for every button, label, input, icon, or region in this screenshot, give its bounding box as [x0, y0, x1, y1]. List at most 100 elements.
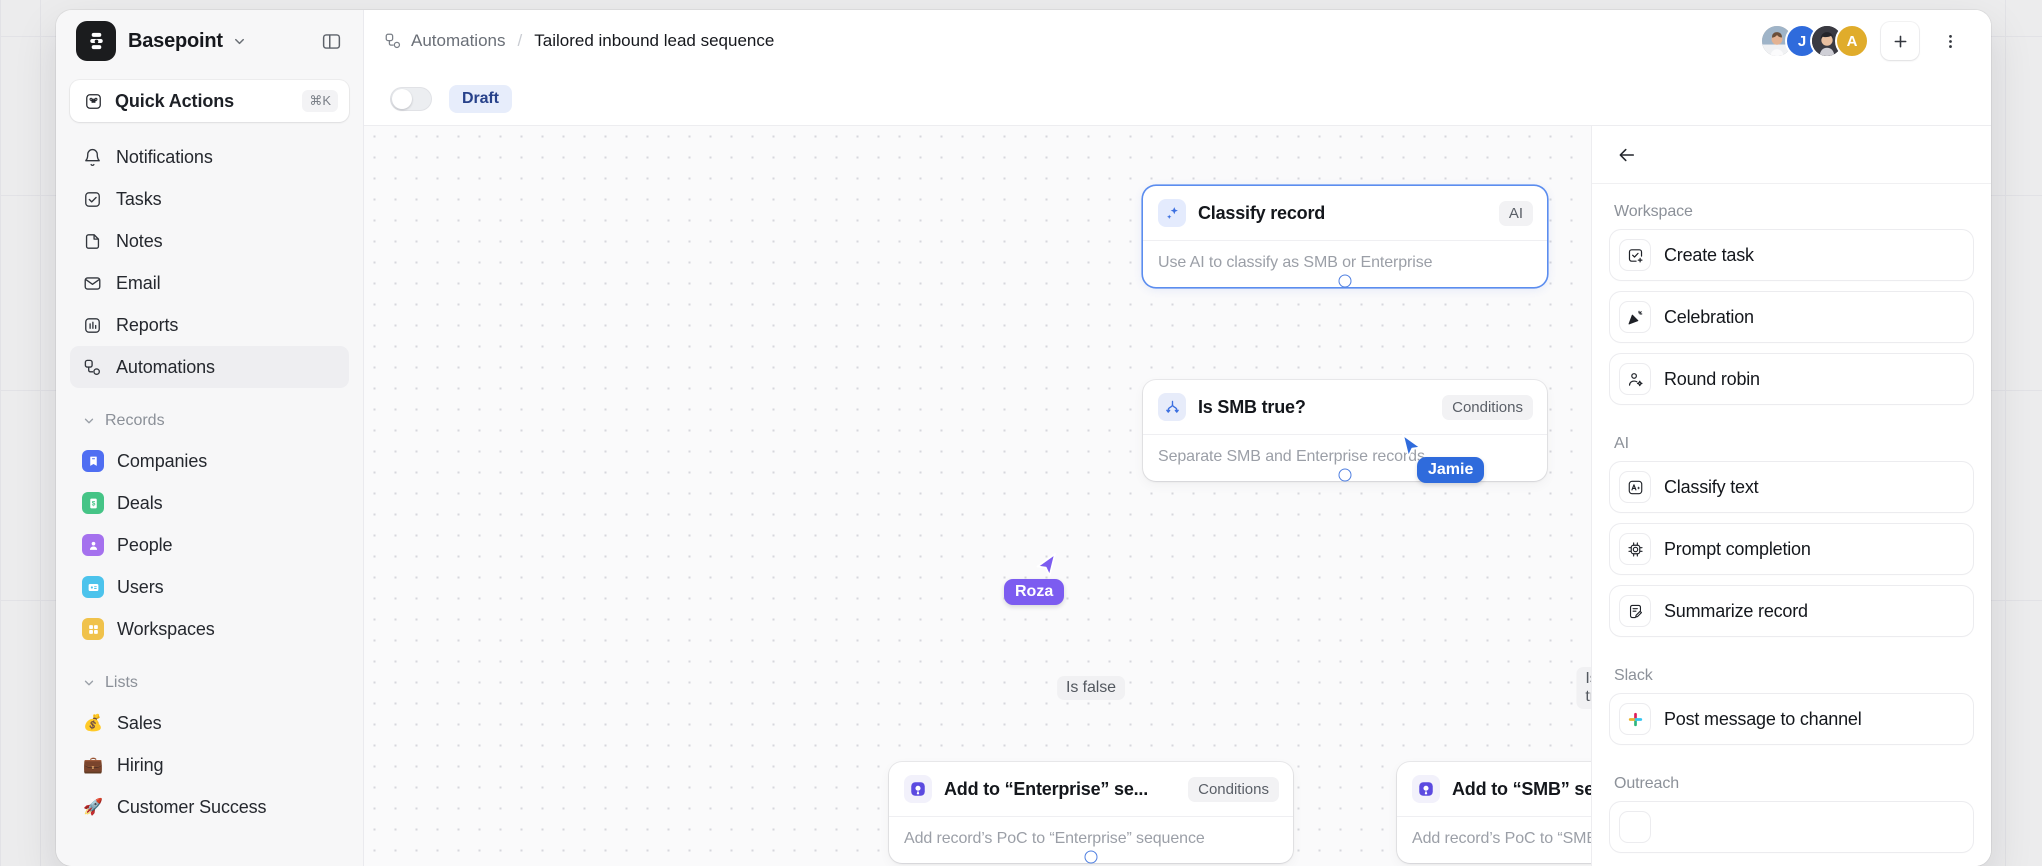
sidebar-item-automations[interactable]: Automations: [70, 346, 349, 388]
backdrop-line: [0, 0, 1, 866]
action-summarize-record[interactable]: Summarize record: [1610, 586, 1973, 636]
summarize-icon: [1620, 596, 1650, 626]
node-header: Is SMB true? Conditions: [1143, 380, 1547, 434]
sidebar-item-workspaces[interactable]: Workspaces: [70, 608, 349, 650]
backdrop-line: [40, 0, 41, 866]
quick-actions-button[interactable]: Quick Actions ⌘K: [70, 80, 349, 122]
party-popper-icon: [1620, 302, 1650, 332]
action-library-panel: Workspace Create task Celebration: [1591, 126, 1991, 866]
sidebar-item-notes[interactable]: Notes: [70, 220, 349, 262]
sidebar-item-label: People: [117, 534, 173, 555]
node-title: Add to “Enterprise” se...: [944, 778, 1149, 799]
action-label: Celebration: [1664, 306, 1754, 327]
round-robin-icon: [1620, 364, 1650, 394]
records-section-label: Records: [105, 412, 165, 429]
group-label-outreach: Outreach: [1614, 775, 1680, 792]
sidebar-item-tasks[interactable]: Tasks: [70, 178, 349, 220]
breadcrumb-separator: /: [517, 31, 523, 50]
action-label: Prompt completion: [1664, 538, 1811, 559]
node-output-port[interactable]: [1338, 274, 1352, 288]
sidebar-item-label: Email: [116, 272, 161, 293]
action-classify-text[interactable]: Classify text: [1610, 462, 1973, 512]
group-label-workspace: Workspace: [1614, 203, 1693, 220]
users-icon: [82, 576, 104, 598]
breadcrumb-root[interactable]: Automations: [411, 31, 506, 50]
node-description: Add record’s PoC to “Enterprise” sequenc…: [889, 816, 1293, 863]
sidebar-item-companies[interactable]: Companies: [70, 440, 349, 482]
envelope-icon: [82, 273, 103, 294]
action-post-message-to-channel[interactable]: Post message to channel: [1610, 694, 1973, 744]
sparkle-icon: [1158, 199, 1186, 227]
lists-section-label: Lists: [105, 674, 138, 691]
top-bar: Automations / Tailored inbound lead sequ…: [364, 10, 1991, 72]
edge-label-is-false: Is false: [1057, 676, 1125, 700]
node-header: Classify record AI: [1143, 186, 1547, 240]
node-badge: AI: [1498, 200, 1533, 226]
sidebar-item-label: Automations: [116, 356, 215, 377]
outreach-icon: [904, 775, 932, 803]
sidebar-toggle-icon[interactable]: [315, 25, 347, 57]
breadcrumb-current: Tailored inbound lead sequence: [534, 31, 775, 50]
node-classify-record[interactable]: Classify record AI Use AI to classify as…: [1143, 186, 1547, 288]
action-round-robin[interactable]: Round robin: [1610, 354, 1973, 404]
cursor-label: Roza: [1004, 579, 1065, 605]
action-celebration[interactable]: Celebration: [1610, 292, 1973, 342]
arrow-left-icon[interactable]: [1610, 138, 1644, 172]
sidebar-item-sales[interactable]: 💰 Sales: [70, 702, 349, 744]
sidebar-item-people[interactable]: People: [70, 524, 349, 566]
node-title: Add to “SMB” sequence: [1452, 778, 1591, 799]
sidebar-item-label: Hiring: [117, 754, 164, 775]
rocket-icon: 🚀: [83, 799, 103, 816]
briefcase-icon: 💼: [83, 757, 103, 774]
cursor-label: Jamie: [1417, 457, 1485, 483]
avatar[interactable]: A: [1835, 24, 1869, 58]
node-output-port[interactable]: [1338, 468, 1352, 482]
enable-toggle[interactable]: [390, 86, 432, 111]
kebab-menu-icon[interactable]: [1931, 22, 1969, 60]
people-icon: [82, 534, 104, 556]
workspace-header[interactable]: Basepoint: [56, 10, 363, 72]
node-add-to-smb-sequence[interactable]: Add to “SMB” sequence Conditions Add rec…: [1397, 762, 1591, 863]
edge-label-is-true: Is true: [1576, 667, 1591, 709]
sidebar-item-email[interactable]: Email: [70, 262, 349, 304]
basepoint-logo-icon: [76, 21, 116, 61]
group-label-slack: Slack: [1614, 667, 1653, 684]
automation-canvas[interactable]: Classify record AI Use AI to classify as…: [364, 126, 1591, 866]
records-section-header[interactable]: Records: [70, 402, 349, 440]
command-key-icon: [83, 91, 104, 112]
sidebar-item-deals[interactable]: $ Deals: [70, 482, 349, 524]
sidebar-item-hiring[interactable]: 💼 Hiring: [70, 744, 349, 786]
flow-edges: [364, 126, 664, 276]
workspace-name: Basepoint: [128, 29, 223, 52]
automations-icon: [82, 357, 103, 378]
node-description: Use AI to classify as SMB or Enterprise: [1143, 240, 1547, 287]
node-output-port[interactable]: [1084, 850, 1098, 864]
sidebar-item-label: Users: [117, 576, 164, 597]
action-outreach-partial[interactable]: [1610, 802, 1973, 852]
action-create-task[interactable]: Create task: [1610, 230, 1973, 280]
backdrop-line: [2005, 0, 2006, 866]
main-area: Automations / Tailored inbound lead sequ…: [364, 10, 1991, 866]
sidebar-item-label: Reports: [116, 314, 179, 335]
action-prompt-completion[interactable]: Prompt completion: [1610, 524, 1973, 574]
chevron-down-icon[interactable]: [232, 34, 247, 49]
sidebar-item-reports[interactable]: Reports: [70, 304, 349, 346]
node-description: Separate SMB and Enterprise records: [1143, 434, 1547, 481]
cursor-pointer-icon: [1032, 552, 1058, 585]
quick-actions-shortcut: ⌘K: [302, 90, 338, 112]
avatar[interactable]: [1760, 24, 1794, 58]
node-is-smb-true[interactable]: Is SMB true? Conditions Separate SMB and…: [1143, 380, 1547, 482]
node-description: Add record’s PoC to “SMB” sequence: [1397, 816, 1591, 863]
breadcrumb[interactable]: Automations / Tailored inbound lead sequ…: [384, 31, 774, 51]
sidebar-item-label: Workspaces: [117, 618, 215, 639]
collaborator-avatars: J A: [1760, 24, 1869, 58]
sidebar-item-customer-success[interactable]: 🚀 Customer Success: [70, 786, 349, 828]
sidebar-item-users[interactable]: Users: [70, 566, 349, 608]
node-add-to-enterprise-sequence[interactable]: Add to “Enterprise” se... Conditions Add…: [889, 762, 1293, 864]
sidebar-item-label: Tasks: [116, 188, 162, 209]
lists-section-header[interactable]: Lists: [70, 664, 349, 702]
add-button[interactable]: [1881, 22, 1919, 60]
sidebar-item-notifications[interactable]: Notifications: [70, 136, 349, 178]
money-bag-icon: 💰: [83, 715, 103, 732]
